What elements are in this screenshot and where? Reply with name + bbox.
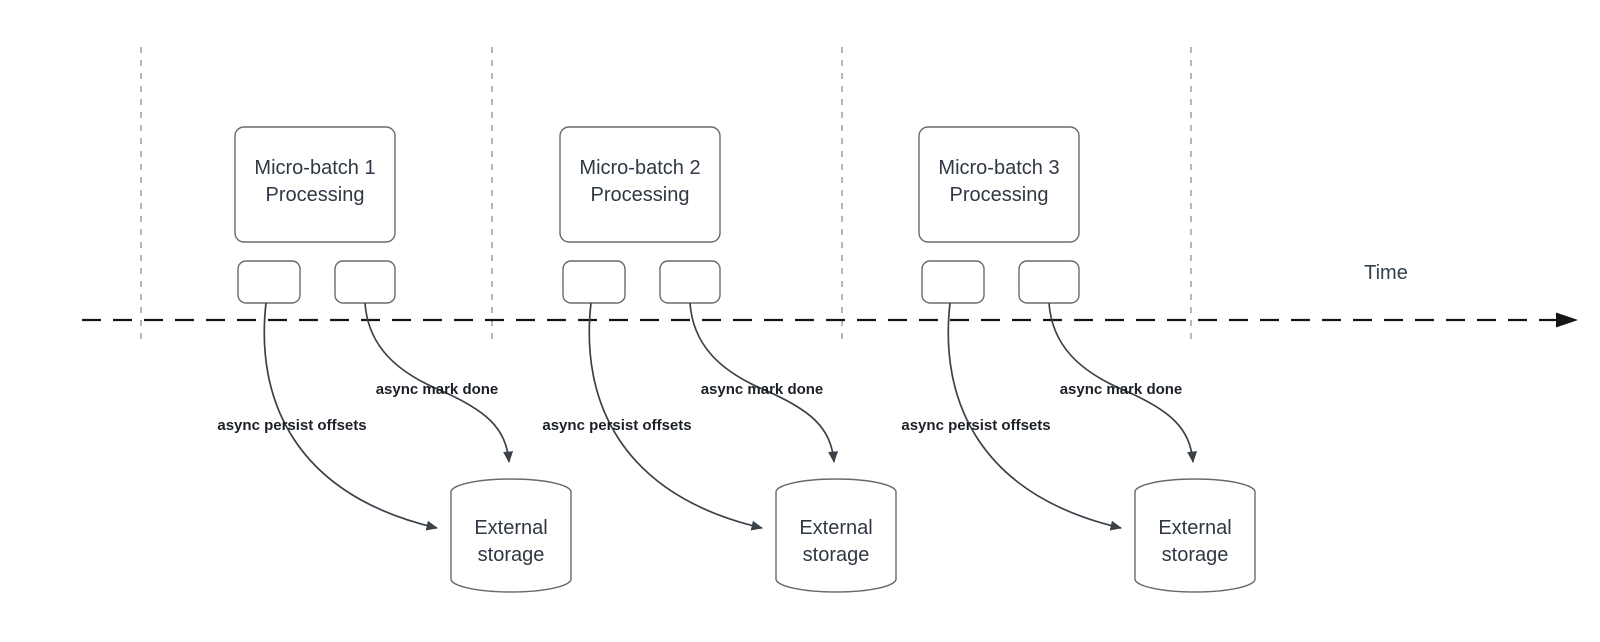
external-storage-1-label: External storage — [474, 517, 548, 566]
persist-offsets-label: async persist offsets — [217, 417, 367, 434]
microbatch-1-processing-box — [234, 126, 396, 243]
microbatch-1-mark-done-arrow — [364, 302, 514, 463]
microbatch-3-persist-offsets-arrow — [947, 302, 1122, 531]
time-axis-arrowhead-icon — [1556, 312, 1578, 328]
microbatch-2-mark-done-node — [659, 260, 721, 304]
external-storage-2-label: External storage — [799, 517, 873, 566]
microbatch-2-mark-done-arrow — [689, 302, 839, 463]
microbatch-3-persist-offsets-node — [921, 260, 985, 304]
external-storage-3-cylinder-body — [1134, 492, 1256, 593]
microbatch-1-mark-done-node — [334, 260, 396, 304]
external-storage-2-cylinder-body — [775, 492, 897, 593]
persist-offsets-label: async persist offsets — [542, 417, 692, 434]
persist-offsets-label: async persist offsets — [901, 417, 1051, 434]
mark-done-label: async mark done — [700, 381, 824, 398]
microbatch-2-processing-box — [559, 126, 721, 243]
microbatch-2-box-label: Micro-batch 2 Processing — [579, 157, 701, 206]
microbatch-3-box-label: Micro-batch 3 Processing — [938, 157, 1060, 206]
external-storage-3-label: External storage — [1158, 517, 1232, 566]
mark-done-label: async mark done — [1059, 381, 1183, 398]
external-storage-1-cylinder-body — [450, 492, 572, 593]
microbatch-2-persist-offsets-arrow — [588, 302, 763, 531]
microbatch-2-persist-offsets-node — [562, 260, 626, 304]
microbatch-3-mark-done-arrow — [1048, 302, 1198, 463]
microbatch-1-box-label: Micro-batch 1 Processing — [254, 157, 376, 206]
microbatch-3-processing-box — [918, 126, 1080, 243]
time-axis-label: Time — [1364, 262, 1408, 284]
mark-done-label: async mark done — [375, 381, 499, 398]
microbatch-1-persist-offsets-arrow — [263, 302, 438, 531]
microbatch-3-mark-done-node — [1018, 260, 1080, 304]
microbatch-1-persist-offsets-node — [237, 260, 301, 304]
